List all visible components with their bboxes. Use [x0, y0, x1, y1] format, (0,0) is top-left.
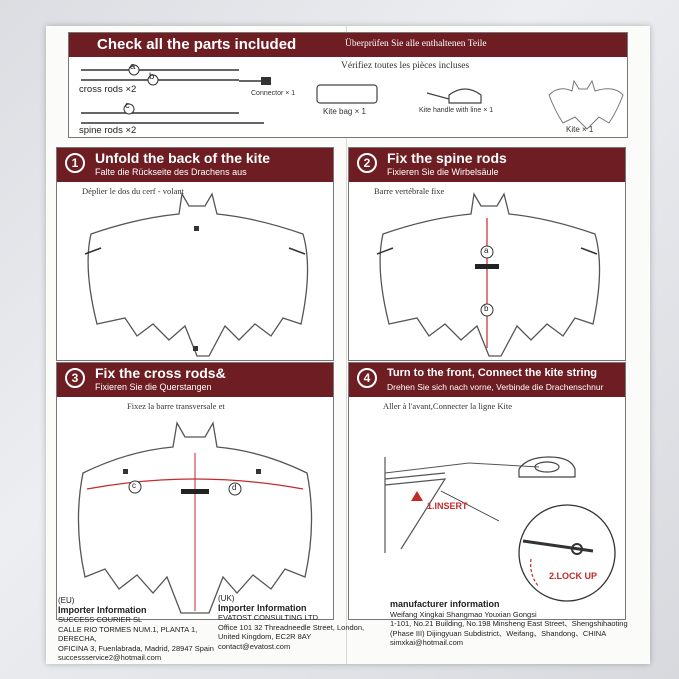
- parts-title-de: Überprüfen Sie alle enthaltenen Teile: [345, 39, 487, 49]
- step-1-kite-back: [84, 192, 309, 357]
- step-4-title-de: Drehen Sie sich nach vorne, Verbinde die…: [387, 382, 604, 392]
- step-2-title-de: Fixieren Sie die Wirbelsäule: [387, 167, 499, 177]
- manufacturer-title: manufacturer information: [390, 599, 500, 609]
- cross-mark-d: d: [232, 483, 237, 492]
- kite-label: Kite × 1: [566, 125, 594, 134]
- uk-line-1: EVATOST CONSULTING LTD: [218, 613, 319, 622]
- uk-line-3: United Kingdom, EC2R 8AY: [218, 632, 312, 641]
- step-2-panel: 2 Fix the spine rods Fixieren Sie die Wi…: [348, 147, 626, 361]
- kite-drawing: [548, 79, 624, 130]
- uk-line-4: contact@evatost.com: [218, 641, 291, 651]
- step-2-title: Fix the spine rods: [387, 150, 507, 166]
- step-1-title-fr: Déplier le dos du cerf - volant: [82, 186, 184, 196]
- step-2-kite-spine: [376, 192, 601, 357]
- eu-line-4: successservice2@hotmail.com: [58, 653, 162, 662]
- step-2-number: 2: [357, 153, 377, 173]
- step-3-title-fr: Fixez la barre transversale et: [127, 401, 225, 411]
- kite-handle-drawing: [426, 88, 482, 104]
- cross-rods-drawing: [81, 64, 239, 86]
- uk-tag: (UK): [218, 594, 235, 603]
- eu-line-3: OFICINA 3, Fuenlabrada, Madrid, 28947 Sp…: [58, 643, 214, 653]
- step-4-panel: 4 Turn to the front, Connect the kite st…: [348, 362, 626, 620]
- mf-line-3: (Phase III) Dijingyuan Subdistrict、Weifa…: [390, 628, 607, 638]
- insert-label: 1.INSERT: [427, 501, 468, 511]
- mf-line-1: Weifang Xingkai Shangmao Youxian Gongsi: [390, 609, 537, 619]
- cross-mark-c: c: [132, 481, 136, 490]
- step-4-string-diagram: [384, 456, 616, 602]
- step-1-title: Unfold the back of the kite: [95, 150, 271, 166]
- step-3-number: 3: [65, 368, 85, 388]
- fold-crease: [346, 26, 347, 664]
- spine-mark-a: a: [484, 246, 489, 255]
- rod-label-b: b: [149, 71, 155, 82]
- step-1-number: 1: [65, 153, 85, 173]
- mf-line-2: 1-101, No.21 Building, No.198 Minsheng E…: [390, 619, 628, 628]
- uk-importer-info: (UK) Importer Information EVATOST CONSUL…: [218, 594, 378, 651]
- parts-title: Check all the parts included: [97, 36, 297, 53]
- eu-tag: (EU): [58, 596, 75, 605]
- connector-label: Connector × 1: [251, 90, 296, 97]
- eu-importer-info: (EU) Importer Information SUCCESS COURIE…: [58, 596, 238, 663]
- kite-bag-label: Kite bag × 1: [323, 107, 366, 116]
- connector-drawing: [239, 77, 271, 85]
- step-4-title: Turn to the front, Connect the kite stri…: [387, 367, 598, 379]
- kite-bag-drawing: [316, 84, 378, 104]
- kite-handle-label: Kite handle with line × 1: [419, 107, 494, 114]
- parts-title-fr: Vérifiez toutes les pièces incluses: [341, 61, 470, 71]
- mf-line-4: simxkai@hotmail.com: [390, 638, 464, 647]
- eu-line-2: CALLE RIO TORMES NUM.1, PLANTA 1, DERECH…: [58, 624, 198, 644]
- eu-line-1: SUCCESS COURIER SL: [58, 615, 143, 624]
- step-2-header: 2 Fix the spine rods Fixieren Sie die Wi…: [349, 148, 625, 182]
- step-3-panel: 3 Fix the cross rods& Fixieren Sie die Q…: [56, 362, 334, 620]
- step-1-panel: 1 Unfold the back of the kite Falte die …: [56, 147, 334, 361]
- uk-line-2: Office 101 32 Threadneedle Street, Londo…: [218, 622, 365, 632]
- step-4-title-fr: Aller à l'avant,Connecter la ligne Kite: [383, 401, 512, 411]
- spine-rods-drawing: [81, 103, 264, 124]
- parts-header: Check all the parts included Überprüfen …: [69, 33, 627, 57]
- instruction-sheet: Check all the parts included Überprüfen …: [46, 26, 650, 664]
- step-1-title-de: Falte die Rückseite des Drachens aus: [95, 167, 247, 177]
- step-3-title: Fix the cross rods&: [95, 365, 226, 381]
- step-3-kite-cross: [77, 421, 313, 614]
- rod-label-a: a: [130, 61, 136, 72]
- spine-mark-b: b: [484, 304, 489, 313]
- spine-rods-label: spine rods ×2: [79, 125, 137, 136]
- parts-illustration: [81, 64, 624, 130]
- step-1-header: 1 Unfold the back of the kite Falte die …: [57, 148, 333, 182]
- step-4-header: 4 Turn to the front, Connect the kite st…: [349, 363, 625, 397]
- step-4-number: 4: [357, 368, 377, 388]
- lock-up-label: 2.LOCK UP: [549, 571, 598, 581]
- uk-importer-title: Importer Information: [218, 602, 307, 613]
- parts-box: Check all the parts included Überprüfen …: [68, 32, 628, 138]
- rod-label-c: c: [125, 100, 130, 111]
- step-3-title-de: Fixieren Sie die Querstangen: [95, 382, 212, 392]
- eu-importer-title: Importer Information: [58, 604, 147, 615]
- step-3-header: 3 Fix the cross rods& Fixieren Sie die Q…: [57, 363, 333, 397]
- manufacturer-info: manufacturer information Weifang Xingkai…: [390, 599, 646, 648]
- step-2-title-fr: Barre vertébrale fixe: [374, 186, 445, 196]
- cross-rods-label: cross rods ×2: [79, 84, 137, 95]
